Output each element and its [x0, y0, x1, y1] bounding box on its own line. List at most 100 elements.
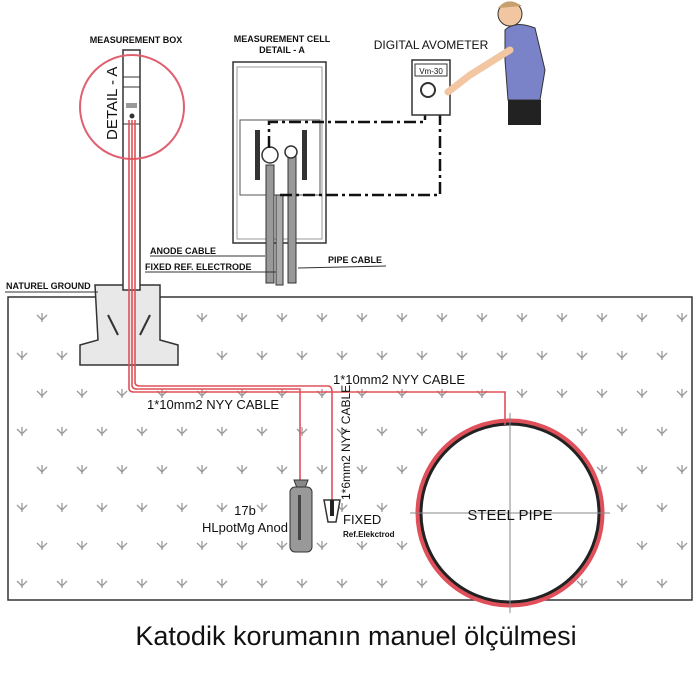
- soil-symbol: [36, 313, 48, 322]
- soil-symbol: [596, 465, 608, 474]
- soil-symbol: [216, 427, 228, 436]
- soil-symbol: [16, 351, 28, 360]
- soil-symbol: [576, 579, 588, 588]
- fixed-ref-electrode-label: FIXED REF. ELECTRODE: [145, 262, 252, 272]
- soil-symbol: [196, 465, 208, 474]
- soil-symbol: [316, 313, 328, 322]
- soil-symbol: [136, 503, 148, 512]
- soil-symbols: [16, 313, 688, 588]
- soil-symbol: [56, 579, 68, 588]
- steel-pipe-label: STEEL PIPE: [467, 507, 552, 524]
- soil-symbol: [636, 389, 648, 398]
- soil-symbol: [556, 389, 568, 398]
- soil-symbol: [476, 313, 488, 322]
- soil-symbol: [36, 465, 48, 474]
- measurement-box-label: MEASUREMENT BOX: [90, 35, 183, 45]
- anode-label-2: HLpotMg Anod: [202, 520, 288, 535]
- measurement-cell-detail-label: DETAIL - A: [259, 45, 305, 55]
- soil-symbol: [676, 541, 688, 550]
- measurement-cell-label: MEASUREMENT CELL: [234, 34, 331, 44]
- soil-symbol: [376, 351, 388, 360]
- soil-symbol: [256, 503, 268, 512]
- soil-symbol: [516, 313, 528, 322]
- soil-symbol: [176, 579, 188, 588]
- soil-symbol: [296, 427, 308, 436]
- soil-symbol: [256, 579, 268, 588]
- soil-symbol: [416, 427, 428, 436]
- meter-dial-icon[interactable]: [420, 82, 436, 98]
- soil-symbol: [656, 579, 668, 588]
- soil-symbol: [176, 427, 188, 436]
- soil-symbol: [236, 465, 248, 474]
- soil-symbol: [356, 313, 368, 322]
- soil-symbol: [396, 313, 408, 322]
- soil-symbol: [96, 427, 108, 436]
- soil-symbol: [76, 541, 88, 550]
- soil-symbol: [116, 541, 128, 550]
- soil-symbol: [616, 427, 628, 436]
- soil-symbol: [396, 465, 408, 474]
- soil-symbol: [636, 313, 648, 322]
- anode-cable-spec: 1*10mm2 NYY CABLE: [147, 397, 279, 412]
- soil-symbol: [176, 503, 188, 512]
- pipe-cable-label: PIPE CABLE: [328, 255, 382, 265]
- pipe-cable-rod: [287, 154, 297, 284]
- soil-symbol: [376, 503, 388, 512]
- anode-cable-label: ANODE CABLE: [150, 246, 216, 256]
- soil-symbol: [616, 579, 628, 588]
- soil-symbol: [356, 465, 368, 474]
- soil-symbol: [116, 465, 128, 474]
- soil-symbol: [56, 351, 68, 360]
- technician-figure: [444, 1, 546, 125]
- soil-symbol: [636, 541, 648, 550]
- soil-symbol: [216, 503, 228, 512]
- soil-symbol: [316, 465, 328, 474]
- soil-symbol: [156, 465, 168, 474]
- soil-symbol: [336, 427, 348, 436]
- soil-symbol: [376, 427, 388, 436]
- soil-symbol: [616, 351, 628, 360]
- soil-symbol: [316, 541, 328, 550]
- soil-symbol: [616, 503, 628, 512]
- pipe-cable-spec: 1*10mm2 NYY CABLE: [333, 372, 465, 387]
- soil-symbol: [656, 351, 668, 360]
- soil-symbol: [376, 579, 388, 588]
- soil-symbol: [636, 465, 648, 474]
- soil-symbol: [96, 503, 108, 512]
- soil-symbol: [56, 427, 68, 436]
- soil-symbol: [356, 541, 368, 550]
- anode-cable-rod: [265, 164, 275, 284]
- ref-label-1: FIXED: [343, 512, 381, 527]
- soil-symbol: [256, 351, 268, 360]
- soil-symbol: [216, 579, 228, 588]
- soil-symbol: [596, 389, 608, 398]
- soil-symbol: [116, 389, 128, 398]
- ref-electrode-rod: [275, 194, 284, 286]
- soil-symbol: [36, 541, 48, 550]
- soil-symbol: [216, 351, 228, 360]
- soil-symbol: [456, 351, 468, 360]
- soil-symbol: [276, 541, 288, 550]
- soil-symbol: [96, 579, 108, 588]
- ref-cable-spec: 1*6mm2 NYY CABLE: [339, 385, 353, 500]
- anode-label-1: 17b: [234, 503, 256, 518]
- soil-symbol: [576, 351, 588, 360]
- digital-avometer-label: DIGITAL AVOMETER: [374, 38, 489, 52]
- soil-symbol: [556, 313, 568, 322]
- soil-symbol: [276, 465, 288, 474]
- soil-symbol: [136, 579, 148, 588]
- soil-symbol: [436, 313, 448, 322]
- soil-symbol: [16, 503, 28, 512]
- soil-symbol: [136, 427, 148, 436]
- soil-symbol: [296, 351, 308, 360]
- soil-symbol: [276, 313, 288, 322]
- soil-symbol: [516, 389, 528, 398]
- soil-symbol: [536, 351, 548, 360]
- soil-symbol: [676, 313, 688, 322]
- soil-symbol: [56, 503, 68, 512]
- soil-symbol: [76, 389, 88, 398]
- soil-symbol: [656, 427, 668, 436]
- soil-symbol: [416, 351, 428, 360]
- soil-symbol: [236, 313, 248, 322]
- soil-symbol: [496, 351, 508, 360]
